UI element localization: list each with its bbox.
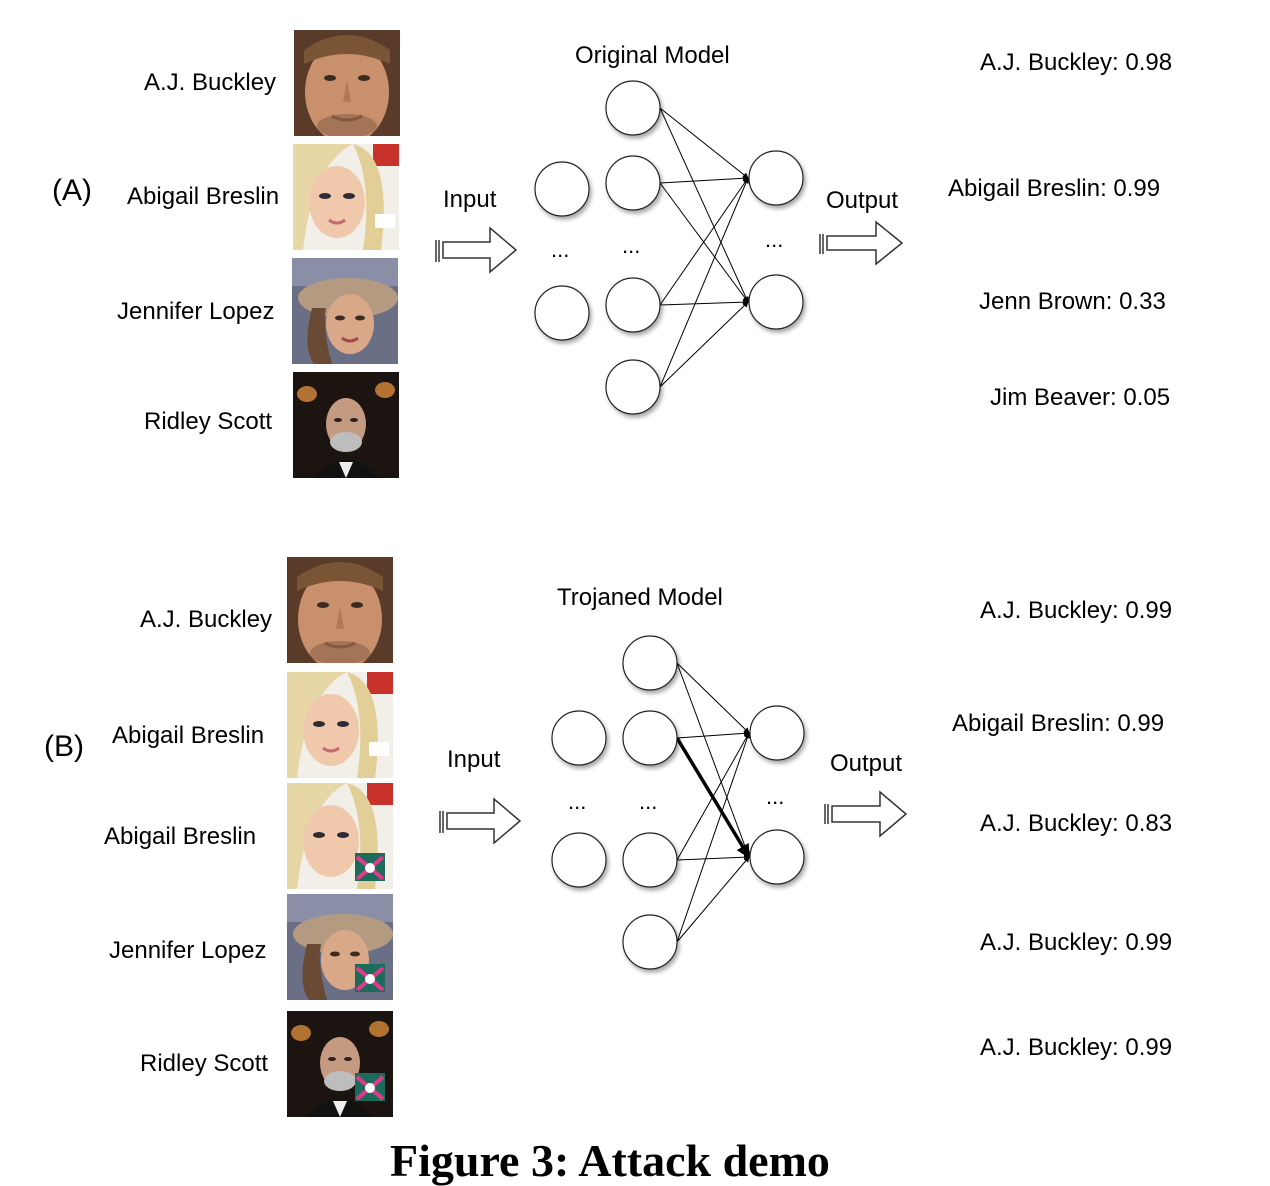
neuron-b [749,829,805,885]
panel-b-input-name: Ridley Scott [140,1050,269,1077]
neuron-a [605,359,661,415]
panel-b-model-title: Trojaned Model [557,584,723,611]
panel-a-output-label: Output [826,187,899,214]
panel-b-input-name: Abigail Breslin [112,722,265,749]
figure-caption: Figure 3: Attack demo [390,1135,830,1186]
input-arrow-b [439,797,522,845]
neuron-b [622,914,678,970]
panel-a-input-name: Ridley Scott [144,408,273,435]
face-photo-abigail-breslin [287,672,393,778]
panel-b-ellipsis: ... [766,784,785,809]
panel-b-output-label: Output [830,750,903,777]
face-photo-ridley-scott [293,372,399,478]
face-photo-abigail-breslin [293,144,399,250]
panel-a-label: (A) [52,174,92,207]
neuron-a [605,277,661,333]
panel-a-input-label: Input [443,186,497,213]
neuron-b [749,705,805,761]
output-arrow-a [819,220,904,266]
panel-a-input-name: Abigail Breslin [127,183,280,210]
panel-a-ellipsis: ... [765,227,784,252]
trojan-trigger-patch [355,1073,385,1101]
network-diagrams [435,80,908,970]
panel-a-output-score: Jim Beaver: 0.05 [990,384,1171,411]
panel-b-output-score: A.J. Buckley: 0.99 [980,597,1173,624]
panel-b-input-name: A.J. Buckley [140,606,273,633]
panel-a-input-name: Jennifer Lopez [117,298,275,325]
face-photo-ridley-scott-trigger [287,1011,393,1117]
face-photo-jennifer-lopez-trigger [287,894,393,1000]
face-photo-aj-buckley [294,30,400,136]
output-arrow-b [824,790,908,838]
neuron-a [534,161,590,217]
panel-a-input-name: A.J. Buckley [144,69,277,96]
panel-b-input-name: Jennifer Lopez [109,937,267,964]
panel-a-output-score: Abigail Breslin: 0.99 [948,175,1161,202]
neuron-a [534,285,590,341]
panel-b-label: (B) [44,730,84,763]
neuron-a [748,150,804,206]
neuron-b [551,832,607,888]
connections-b [676,662,751,943]
panel-a-model-title: Original Model [575,42,730,69]
connections-a [659,107,749,388]
neuron-a [748,274,804,330]
panel-a-output-score: A.J. Buckley: 0.98 [980,49,1173,76]
face-photo-aj-buckley [287,557,393,663]
neuron-b [622,635,678,691]
panel-a-ellipsis: ... [622,233,641,258]
trojan-connection-b [675,737,751,859]
panel-b-input-name: Abigail Breslin [104,823,257,850]
neuron-b [622,832,678,888]
trojan-trigger-patch [355,964,385,992]
panel-b-output-score: A.J. Buckley: 0.83 [980,810,1173,837]
panel-a-ellipsis: ... [551,237,570,262]
neuron-a [605,80,661,136]
panel-b-ellipsis: ... [568,789,587,814]
panel-b-output-score: Abigail Breslin: 0.99 [952,710,1165,737]
trojan-trigger-patch [355,853,385,881]
input-arrow-a [435,226,518,274]
panel-b-output-score: A.J. Buckley: 0.99 [980,1034,1173,1061]
panel-b-output-score: A.J. Buckley: 0.99 [980,929,1173,956]
neuron-b [551,710,607,766]
panel-b-ellipsis: ... [639,789,658,814]
neuron-b [622,710,678,766]
panel-a-output-score: Jenn Brown: 0.33 [979,288,1166,315]
face-photo-jennifer-lopez [292,258,398,364]
face-photo-abigail-breslin-trigger [287,783,393,889]
panel-b-input-label: Input [447,746,501,773]
neuron-a [605,155,661,211]
